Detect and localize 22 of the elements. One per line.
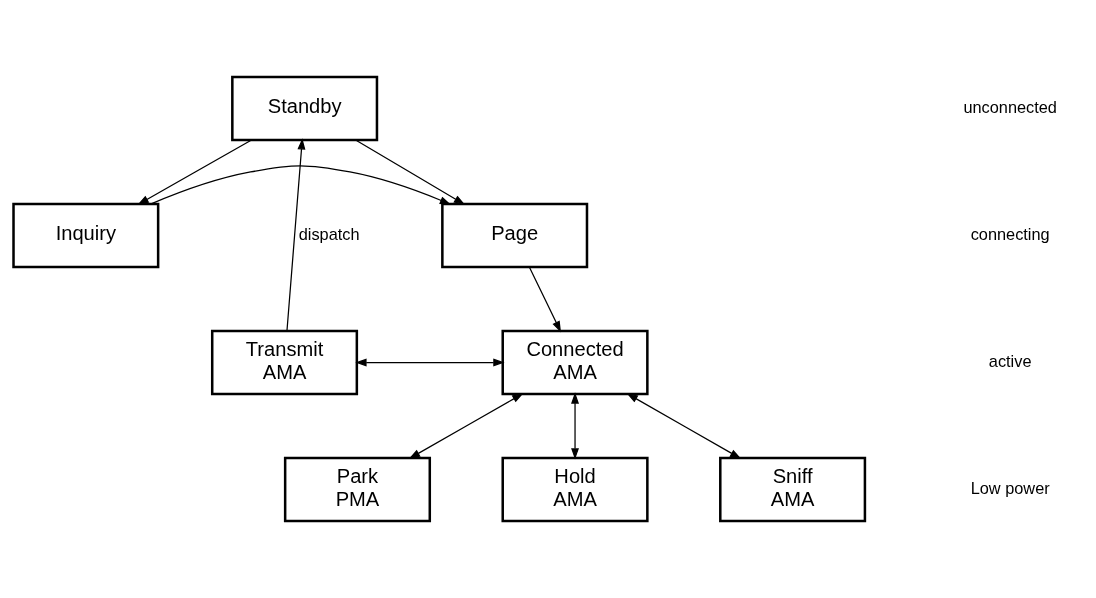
arrow: [150, 165, 452, 205]
node-box: Hold AMA: [501, 456, 649, 523]
node-box: Inquiry: [12, 202, 160, 269]
arrow: [355, 358, 505, 367]
arrow: [355, 139, 466, 205]
node-box: Sniff AMA: [719, 456, 867, 523]
label: active: [988, 351, 1032, 370]
label: unconnected: [963, 97, 1057, 116]
arrow: [137, 139, 252, 205]
node-box: Connected AMA: [501, 329, 649, 396]
node-box: Park PMA: [283, 456, 432, 523]
arrow: [408, 393, 524, 459]
arrow: [286, 138, 306, 332]
arrow: [528, 266, 562, 333]
arrow: [571, 392, 579, 460]
node-box: Page: [441, 202, 589, 269]
node-box: Transmit AMA: [210, 329, 359, 396]
edge-label: dispatch: [298, 224, 360, 243]
node-box: Standby: [231, 75, 379, 142]
arrow: [626, 393, 742, 459]
label: Low power: [970, 478, 1050, 497]
label: connecting: [970, 224, 1050, 243]
